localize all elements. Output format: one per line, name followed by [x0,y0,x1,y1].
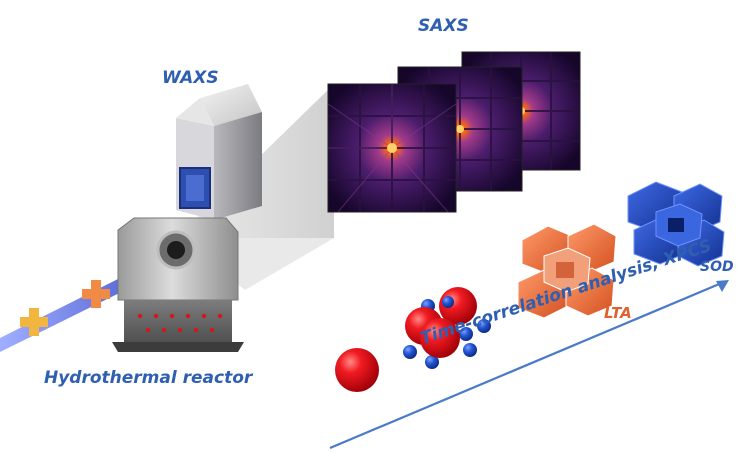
saxs-pattern-1 [327,83,457,213]
sod-framework [627,181,725,267]
hydrothermal-reactor-label: Hydrothermal reactor [44,368,253,388]
hydrothermal-reactor [112,217,244,352]
beam-marker-orange [82,280,110,308]
lta-framework [517,223,617,319]
time-axis-arrow [329,280,729,450]
precursor-sphere [335,348,379,392]
lta-label: LTA [604,304,632,322]
beam-marker-yellow [20,308,48,336]
sod-label: SOD [700,259,734,275]
waxs-detector [176,84,262,220]
nucleation-cluster [403,287,491,369]
waxs-label: WAXS [162,68,219,88]
saxs-label: SAXS [418,16,469,36]
